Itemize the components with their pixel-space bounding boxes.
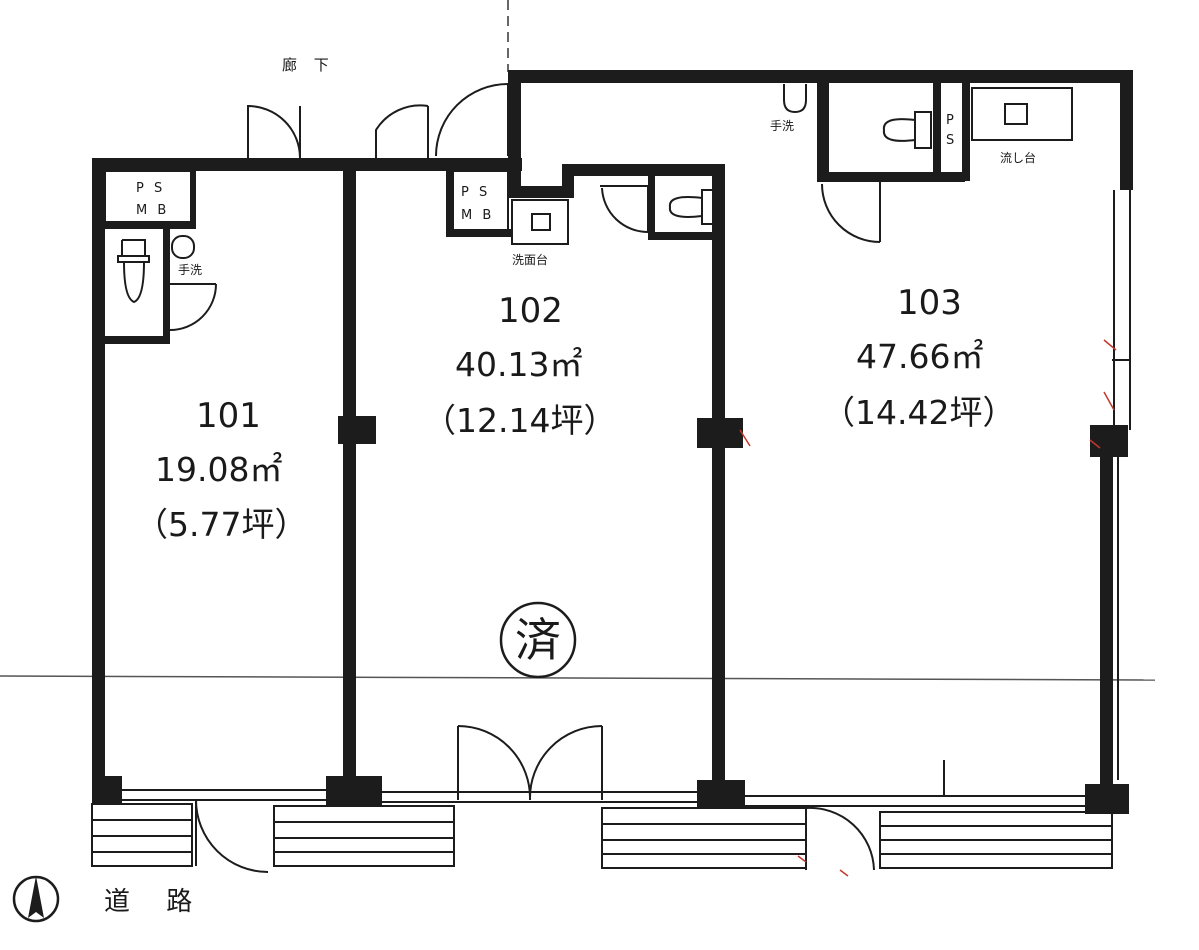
- corridor-label: 廊 下: [282, 56, 335, 74]
- wall-notch-bottom: [508, 186, 574, 198]
- washbasin-102-label: 洗面台: [512, 252, 548, 267]
- sink-103-bowl: [1004, 103, 1028, 125]
- road-label: 道 路: [104, 887, 206, 917]
- handwash-101-label: 手洗: [178, 263, 202, 277]
- room-101-tsubo: （5.77坪）: [135, 505, 307, 544]
- toilet-102-icon: [668, 189, 719, 225]
- wall-top-102-toilet: [562, 164, 725, 176]
- room-101-number: 101: [196, 396, 261, 436]
- pillar: [697, 418, 743, 448]
- door-103-toilet-swing: [821, 183, 881, 243]
- ps-103-label-2: S: [946, 133, 954, 148]
- room-101-area: 19.08㎡: [155, 450, 282, 489]
- pillar: [338, 416, 376, 444]
- north-arrow-icon: [12, 875, 60, 923]
- ps-mb-102-label-1: P S: [461, 185, 490, 200]
- front-door-103-swing: [805, 806, 875, 871]
- wall-left: [92, 158, 105, 800]
- toilet-103-icon: [882, 111, 932, 149]
- sink-103-counter: [971, 87, 1073, 141]
- corridor-door-103: [435, 83, 509, 157]
- pillar: [92, 776, 122, 804]
- door-101-toilet-swing: [169, 283, 217, 331]
- wall-partition-101-102: [343, 158, 356, 800]
- front-steps-101: [91, 803, 193, 867]
- ps-mb-box-102: [451, 170, 509, 234]
- front-steps-102: [273, 805, 807, 869]
- wall-top-101-102: [92, 158, 522, 171]
- wall-right-lower: [1100, 440, 1113, 800]
- toilet-room-101-wall: [105, 336, 169, 344]
- front-door-102-right-swing: [528, 725, 603, 801]
- ps-mb-102-label-2: M B: [461, 208, 494, 223]
- toilet-101-icon: [117, 239, 150, 304]
- red-mark: [739, 339, 1117, 877]
- washbasin-102-bowl: [531, 213, 551, 231]
- handwash-basin-101-icon: [171, 235, 195, 259]
- pillar: [1090, 425, 1128, 457]
- ps-mb-box-102-bottom: [446, 229, 512, 237]
- room-102-number: 102: [498, 291, 563, 331]
- handwash-103-label: 手洗: [770, 119, 794, 133]
- ps-103-label-1: P: [946, 113, 954, 128]
- wall-top-103: [508, 70, 1133, 83]
- pillar: [697, 780, 745, 808]
- pillar: [1085, 784, 1129, 814]
- wall-notch-left: [508, 72, 521, 196]
- toilet-room-101-side: [163, 229, 170, 344]
- toilet-room-103-mid: [933, 83, 941, 181]
- front-steps-103: [879, 811, 1113, 869]
- ps-mb-box-101-wall: [105, 221, 195, 229]
- sink-103-label: 流し台: [1000, 150, 1036, 165]
- room-102-tsubo: （12.14坪）: [423, 401, 616, 440]
- toilet-room-102-wall: [648, 176, 655, 238]
- ps-mb-101-label-2: M B: [136, 203, 169, 218]
- ps-mb-101-label-1: P S: [136, 181, 165, 196]
- handwash-basin-103-icon: [783, 84, 807, 114]
- approval-stamp: [499, 601, 577, 679]
- front-door-101-swing: [195, 799, 269, 873]
- pillar: [326, 776, 382, 806]
- room-103-tsubo: （14.42坪）: [822, 393, 1015, 432]
- room-102-area: 40.13㎡: [455, 345, 582, 384]
- ps-mb-box-101-side: [190, 171, 196, 229]
- corridor-door-101: [247, 104, 301, 159]
- toilet-room-103-bottom: [817, 172, 965, 182]
- front-door-102-left-swing: [457, 725, 532, 801]
- ps-box-103-right: [962, 83, 970, 181]
- wall-partition-102-103: [712, 164, 725, 800]
- corridor-door-102: [375, 104, 429, 158]
- toilet-room-102-bottom: [648, 232, 725, 240]
- room-103-number: 103: [897, 283, 962, 323]
- door-102-toilet-swing: [600, 185, 649, 234]
- washbasin-102-icon: [511, 199, 569, 245]
- wall-right-upper: [1120, 70, 1133, 190]
- ps-mb-box-102-left: [446, 171, 454, 237]
- property-boundary-line: [0, 675, 1156, 681]
- approval-stamp-text: 済: [515, 613, 561, 667]
- toilet-room-103-left: [817, 83, 829, 181]
- room-103-area: 47.66㎡: [856, 337, 983, 376]
